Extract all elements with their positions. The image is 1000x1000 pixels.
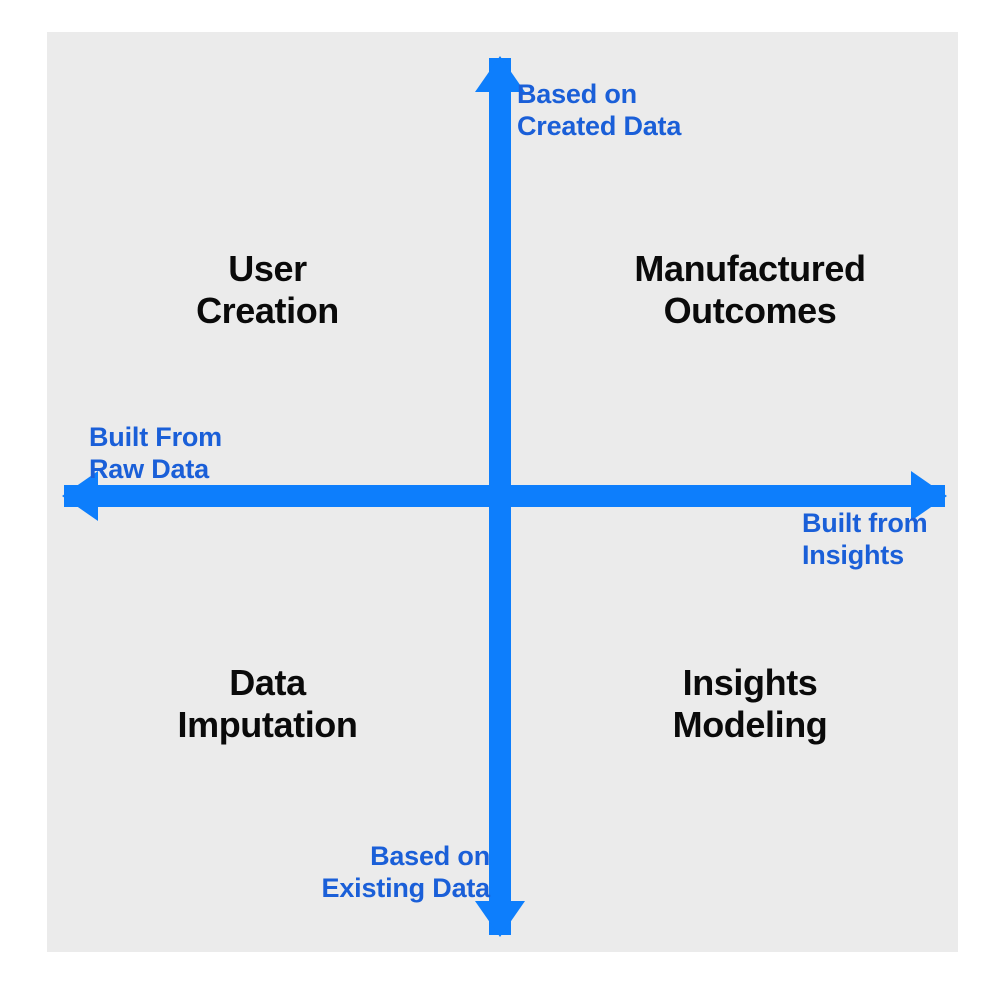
axis-label-right: Built from Insights — [802, 508, 928, 570]
quadrant-label-user-creation: User Creation — [196, 248, 339, 332]
quadrant-label-manufactured-outcomes: Manufactured Outcomes — [634, 248, 866, 332]
quadrant-label-insights-modeling: Insights Modeling — [672, 662, 828, 746]
axis-label-bottom: Based on Existing Data — [321, 841, 491, 903]
matrix-background-panel — [47, 32, 958, 952]
axis-label-top: Based on Created Data — [517, 79, 682, 141]
axis-label-left: Built From Raw Data — [89, 422, 222, 484]
quadrant-label-data-imputation: Data Imputation — [177, 662, 358, 746]
